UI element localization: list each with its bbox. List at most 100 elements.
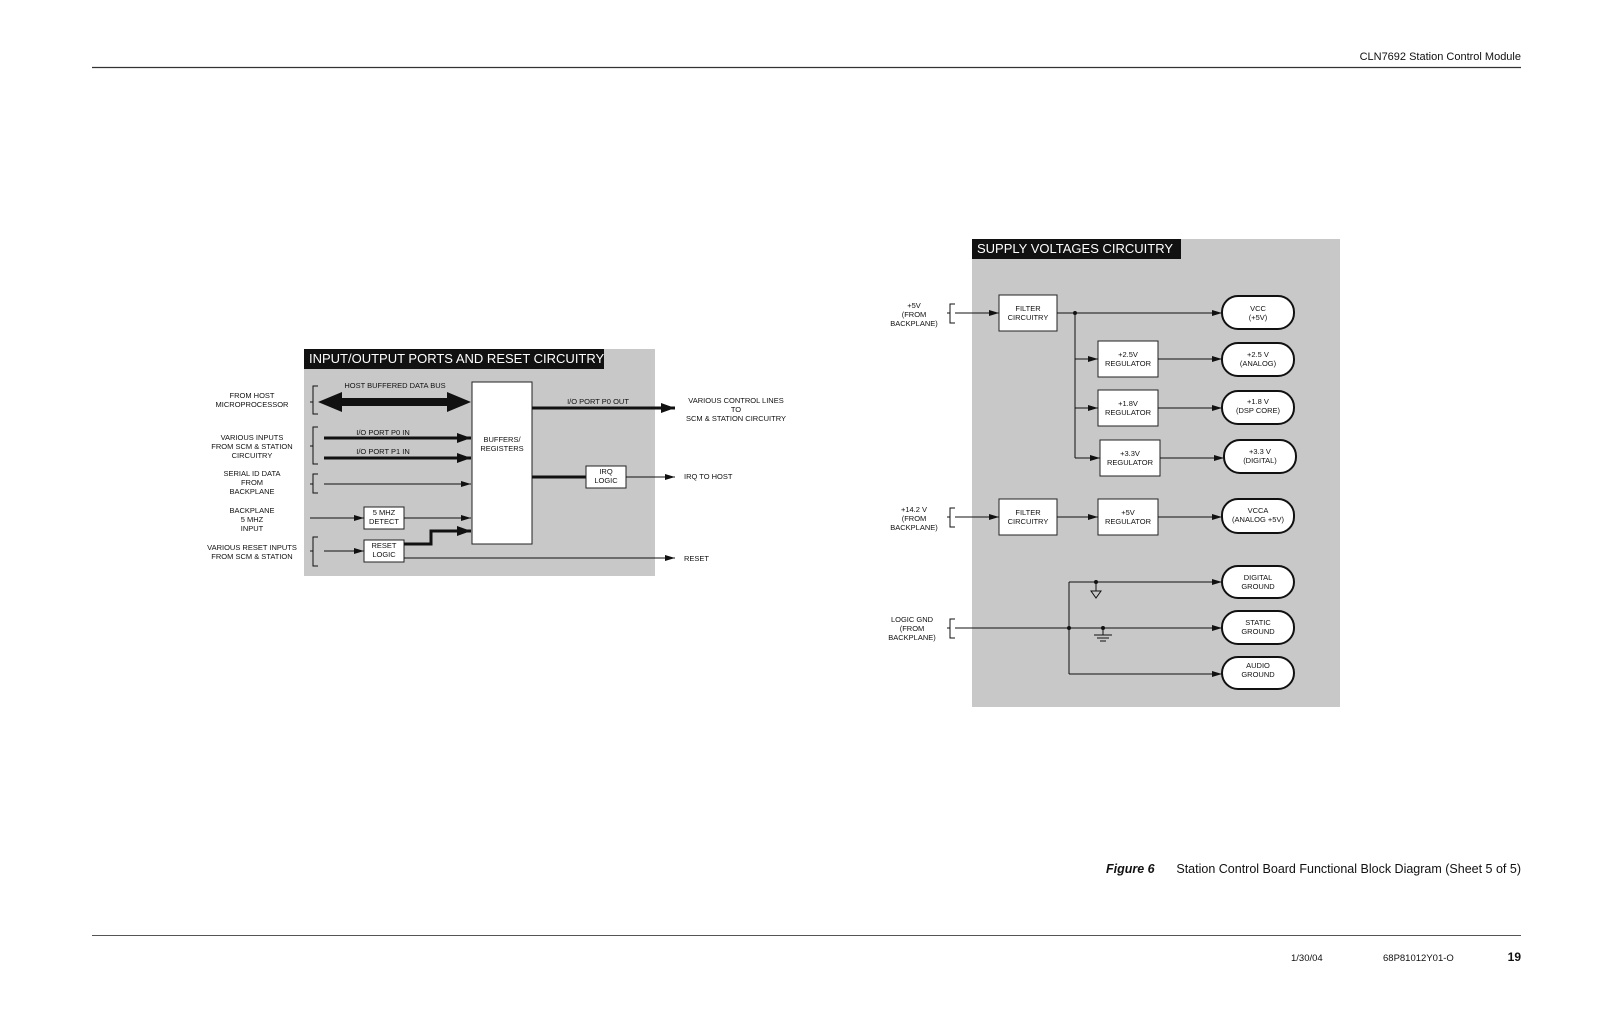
figure-label: Figure 6	[1106, 862, 1156, 876]
reset-to-buffers-arrow	[404, 526, 471, 546]
header-title: CLN7692 Station Control Module	[1360, 51, 1521, 63]
buffers-label: REGISTERS	[480, 444, 523, 453]
supply-diagram: SUPPLY VOLTAGES CIRCUITRY +5V (FROM BACK…	[888, 239, 1340, 707]
bracket	[947, 618, 955, 639]
digital-ground-output	[1221, 565, 1295, 599]
v25-label: +2.5 V	[1247, 350, 1269, 359]
v18-label: (DSP CORE)	[1236, 406, 1281, 415]
v18-output	[1221, 390, 1295, 425]
v33-output	[1223, 439, 1297, 474]
footer-doc-number: 68P81012Y01-O	[1383, 953, 1454, 964]
filter-circuitry-block	[998, 294, 1058, 332]
input-reset-label: FROM SCM & STATION	[211, 552, 292, 561]
reset-logic-label: RESET	[371, 541, 396, 550]
agnd-label: GROUND	[1241, 670, 1275, 679]
static-ground-output	[1221, 610, 1295, 645]
io-title: INPUT/OUTPUT PORTS AND RESET CIRCUITRY	[309, 351, 605, 366]
reg33-label: REGULATOR	[1107, 458, 1154, 467]
regulator-1-8v-block	[1097, 389, 1159, 427]
bracket	[310, 385, 318, 415]
vcc-label: VCC	[1250, 304, 1266, 313]
bracket	[310, 426, 318, 465]
supply-title-bar	[972, 239, 1181, 259]
buffers-label: BUFFERS/	[483, 435, 521, 444]
reg18-label: REGULATOR	[1105, 408, 1152, 417]
input-14v-label: (FROM	[902, 514, 927, 523]
vcc-label: (+5V)	[1249, 313, 1268, 322]
input-backplane-label: BACKPLANE	[229, 506, 274, 515]
p0-in-label: I/O PORT P0 IN	[356, 428, 410, 437]
filter-label: CIRCUITRY	[1008, 313, 1049, 322]
reg18-label: +1.8V	[1118, 399, 1138, 408]
agnd-label: AUDIO	[1246, 661, 1270, 670]
io-diagram: INPUT/OUTPUT PORTS AND RESET CIRCUITRY F…	[207, 349, 786, 576]
page-number: 19	[1508, 950, 1522, 964]
irq-logic-label: IRQ	[599, 467, 613, 476]
dgnd-label: DIGITAL	[1244, 573, 1273, 582]
bracket	[947, 507, 955, 528]
io-title-bar	[304, 349, 604, 369]
bracket	[310, 536, 318, 567]
junction-dot	[1067, 626, 1071, 630]
filter2-label: CIRCUITRY	[1008, 517, 1049, 526]
input-backplane-label: INPUT	[241, 524, 264, 533]
host-data-bus-arrow	[318, 392, 471, 412]
figure-caption: Station Control Board Functional Block D…	[1176, 862, 1521, 876]
p0-out-label: I/O PORT P0 OUT	[567, 397, 629, 406]
host-bus-label: HOST BUFFERED DATA BUS	[344, 381, 445, 390]
filter2-label: FILTER	[1015, 508, 1041, 517]
control-lines-label: TO	[731, 405, 741, 414]
reset-logic-block	[363, 539, 405, 563]
input-gnd-label: (FROM	[900, 624, 925, 633]
reset-label: RESET	[684, 554, 709, 563]
sgnd-label: STATIC	[1245, 618, 1271, 627]
input-5v-label: (FROM	[902, 310, 927, 319]
reg25-label: REGULATOR	[1105, 359, 1152, 368]
input-backplane-label: 5 MHZ	[241, 515, 264, 524]
digital-ground-icon	[1090, 582, 1102, 599]
reg25-label: +2.5V	[1118, 350, 1138, 359]
input-reset-label: VARIOUS RESET INPUTS	[207, 543, 297, 552]
vcca-label: (ANALOG +5V)	[1232, 515, 1284, 524]
detect-label: DETECT	[369, 517, 399, 526]
input-serial-label: FROM	[241, 478, 263, 487]
filter-label: FILTER	[1015, 304, 1041, 313]
detect-label: 5 MHZ	[373, 508, 396, 517]
irq-to-host-label: IRQ TO HOST	[684, 472, 733, 481]
control-lines-label: VARIOUS CONTROL LINES	[688, 396, 783, 405]
sgnd-label: GROUND	[1241, 627, 1275, 636]
filter-circuitry-2-block	[998, 498, 1058, 536]
reg5-label: REGULATOR	[1105, 517, 1152, 526]
input-various-label: FROM SCM & STATION	[211, 442, 292, 451]
input-host-label: FROM HOST	[230, 391, 275, 400]
v18-label: +1.8 V	[1247, 397, 1269, 406]
control-lines-label: SCM & STATION CIRCUITRY	[686, 414, 786, 423]
v33-label: +3.3 V	[1249, 447, 1271, 456]
input-gnd-label: BACKPLANE)	[888, 633, 936, 642]
reg5-label: +5V	[1121, 508, 1135, 517]
regulator-3-3v-block	[1099, 439, 1161, 477]
vcca-label: VCCA	[1248, 506, 1269, 515]
supply-title: SUPPLY VOLTAGES CIRCUITRY	[977, 241, 1173, 256]
input-14v-label: +14.2 V	[901, 505, 927, 514]
regulator-5v-block	[1097, 498, 1159, 536]
input-serial-label: SERIAL ID DATA	[224, 469, 281, 478]
vcc-output	[1221, 295, 1295, 330]
regulator-2-5v-block	[1097, 340, 1159, 378]
input-various-label: CIRCUITRY	[232, 451, 273, 460]
bracket	[947, 303, 955, 324]
v25-output	[1221, 342, 1295, 377]
p1-in-label: I/O PORT P1 IN	[356, 447, 410, 456]
reset-logic-label: LOGIC	[372, 550, 396, 559]
irq-logic-label: LOGIC	[594, 476, 618, 485]
input-5v-label: +5V	[907, 301, 921, 310]
input-gnd-label: LOGIC GND	[891, 615, 934, 624]
v25-label: (ANALOG)	[1240, 359, 1277, 368]
audio-ground-output	[1221, 656, 1295, 690]
buffers-registers-block	[471, 381, 533, 545]
dgnd-label: GROUND	[1241, 582, 1275, 591]
input-serial-label: BACKPLANE	[229, 487, 274, 496]
bracket	[310, 473, 318, 494]
footer-date: 1/30/04	[1291, 953, 1323, 964]
